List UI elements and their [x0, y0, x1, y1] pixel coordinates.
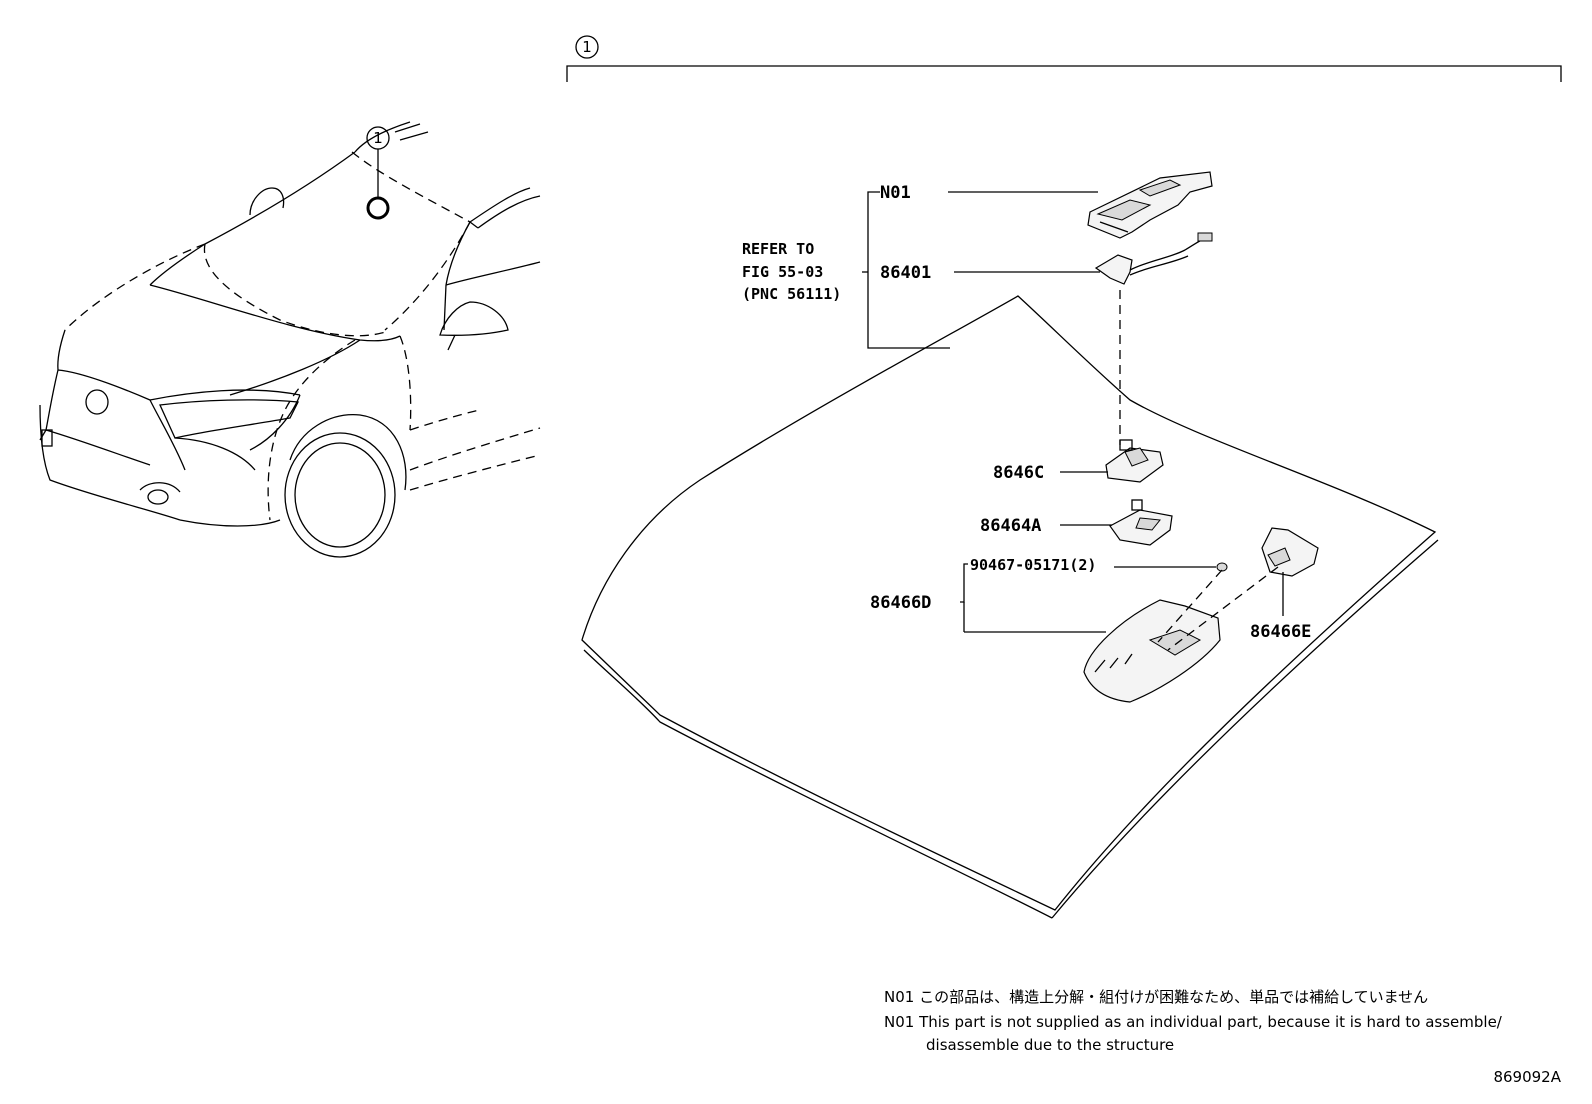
part-n01-housing	[1087, 171, 1213, 239]
part-8646c-bracket	[1105, 439, 1164, 483]
vehicle-item-number: 1	[373, 129, 383, 147]
vehicle-illustration: 1	[39, 121, 541, 558]
windshield-glass	[581, 295, 1439, 919]
refer-line-3: (PNC 56111)	[742, 285, 841, 303]
part-86464a	[1109, 499, 1173, 546]
label-86466e: 86466E	[1250, 622, 1311, 642]
label-86401: 86401	[880, 263, 931, 283]
label-86466d: 86466D	[870, 593, 931, 613]
label-90467: 90467-05171(2)	[970, 556, 1096, 574]
label-n01: N01	[880, 183, 911, 203]
note-japanese: N01 この部品は、構造上分解・組付けが困難なため、単品では補給していません	[884, 988, 1428, 1006]
assembly-bracket: 1	[566, 35, 1562, 82]
part-86466e-cover	[1261, 527, 1319, 577]
refer-line-2: FIG 55-03	[742, 263, 823, 281]
label-86464a: 86464A	[980, 516, 1041, 536]
part-86466d-cover	[1083, 599, 1221, 703]
refer-line-1: REFER TO	[742, 240, 814, 258]
label-8646c: 8646C	[993, 463, 1044, 483]
figure-code: 869092A	[1493, 1068, 1561, 1086]
note-english-line-1: N01 This part is not supplied as an indi…	[884, 1013, 1503, 1031]
note-english-line-2: disassemble due to the structure	[926, 1036, 1174, 1054]
part-90467-clip	[1216, 562, 1228, 572]
camera-location-marker	[366, 196, 390, 220]
part-86401-camera	[1094, 232, 1213, 285]
leader-lines	[862, 191, 1216, 633]
bracket-item-number: 1	[582, 38, 592, 56]
